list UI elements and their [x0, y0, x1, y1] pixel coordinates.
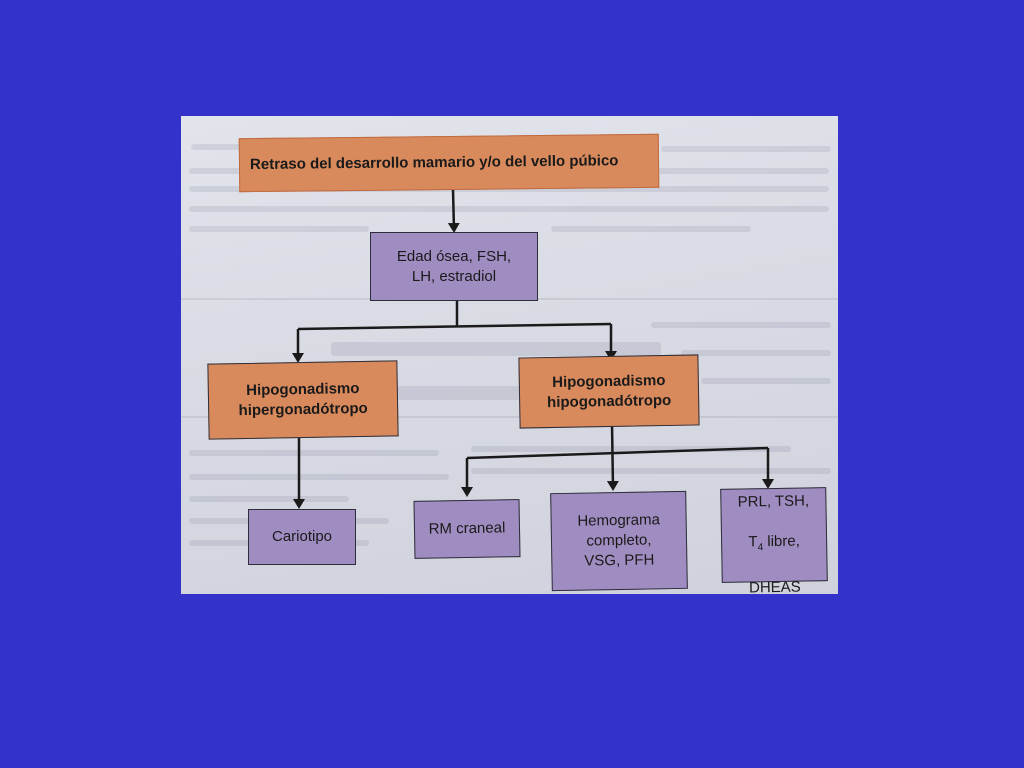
- ghost-rule: [181, 416, 838, 418]
- cariotipo-label: Cariotipo: [271, 528, 333, 545]
- hypogonad-box: Hipogonadismo hipogonadótropo: [518, 354, 700, 429]
- connector-split-tests: [466, 446, 769, 460]
- ghost-text: [189, 206, 829, 212]
- hemograma-box: Hemograma completo, VSG, PFH: [550, 490, 688, 592]
- hemograma-label: Hemograma completo, VSG, PFH: [577, 511, 661, 570]
- hypergonad-box: Hipogonadismo hipergonadótropo: [207, 360, 399, 440]
- step1-box: Edad ósea, FSH, LH, estradiol: [370, 232, 538, 301]
- flowchart-photo: Retraso del desarrollo mamario y/o del v…: [181, 116, 838, 594]
- hormonas-rest: libre,: [762, 532, 800, 551]
- ghost-text: [471, 446, 791, 452]
- ghost-text: [651, 322, 831, 328]
- hormonas-box: PRL, TSH, T4 libre, DHEAS: [720, 487, 828, 594]
- ghost-text: [661, 146, 831, 152]
- ghost-text: [681, 350, 831, 356]
- connector-split: [297, 322, 612, 331]
- ghost-text: [191, 144, 241, 150]
- flowchart-connectors: [292, 189, 774, 509]
- ghost-text: [189, 450, 439, 456]
- ghost-heading: [331, 342, 661, 356]
- hormonas-line3: DHEAS: [748, 578, 801, 594]
- ghost-text: [189, 474, 449, 480]
- root-box: Retraso del desarrollo mamario y/o del v…: [238, 133, 660, 193]
- ghost-text: [701, 378, 831, 384]
- ghost-text: [471, 468, 831, 474]
- ghost-text: [189, 496, 349, 502]
- cariotipo-box: Cariotipo: [248, 509, 356, 565]
- rm-label: RM craneal: [428, 519, 506, 538]
- hormonas-label: PRL, TSH, T4 libre, DHEAS: [737, 471, 811, 594]
- ghost-heading: [381, 386, 531, 400]
- root-label: Retraso del desarrollo mamario y/o del v…: [249, 152, 619, 174]
- arrow-root-to-step1: [447, 189, 460, 233]
- ghost-text: [189, 226, 369, 232]
- hypergonad-label: Hipogonadismo hipergonadótropo: [238, 380, 368, 420]
- hypogonad-label: Hipogonadismo hipogonadótropo: [546, 371, 672, 411]
- step1-label: Edad ósea, FSH, LH, estradiol: [396, 247, 512, 285]
- hormonas-line1: PRL, TSH,: [737, 492, 810, 511]
- rm-box: RM craneal: [413, 499, 521, 559]
- ghost-text: [551, 226, 751, 232]
- arrow-to-hemograma: [606, 422, 619, 491]
